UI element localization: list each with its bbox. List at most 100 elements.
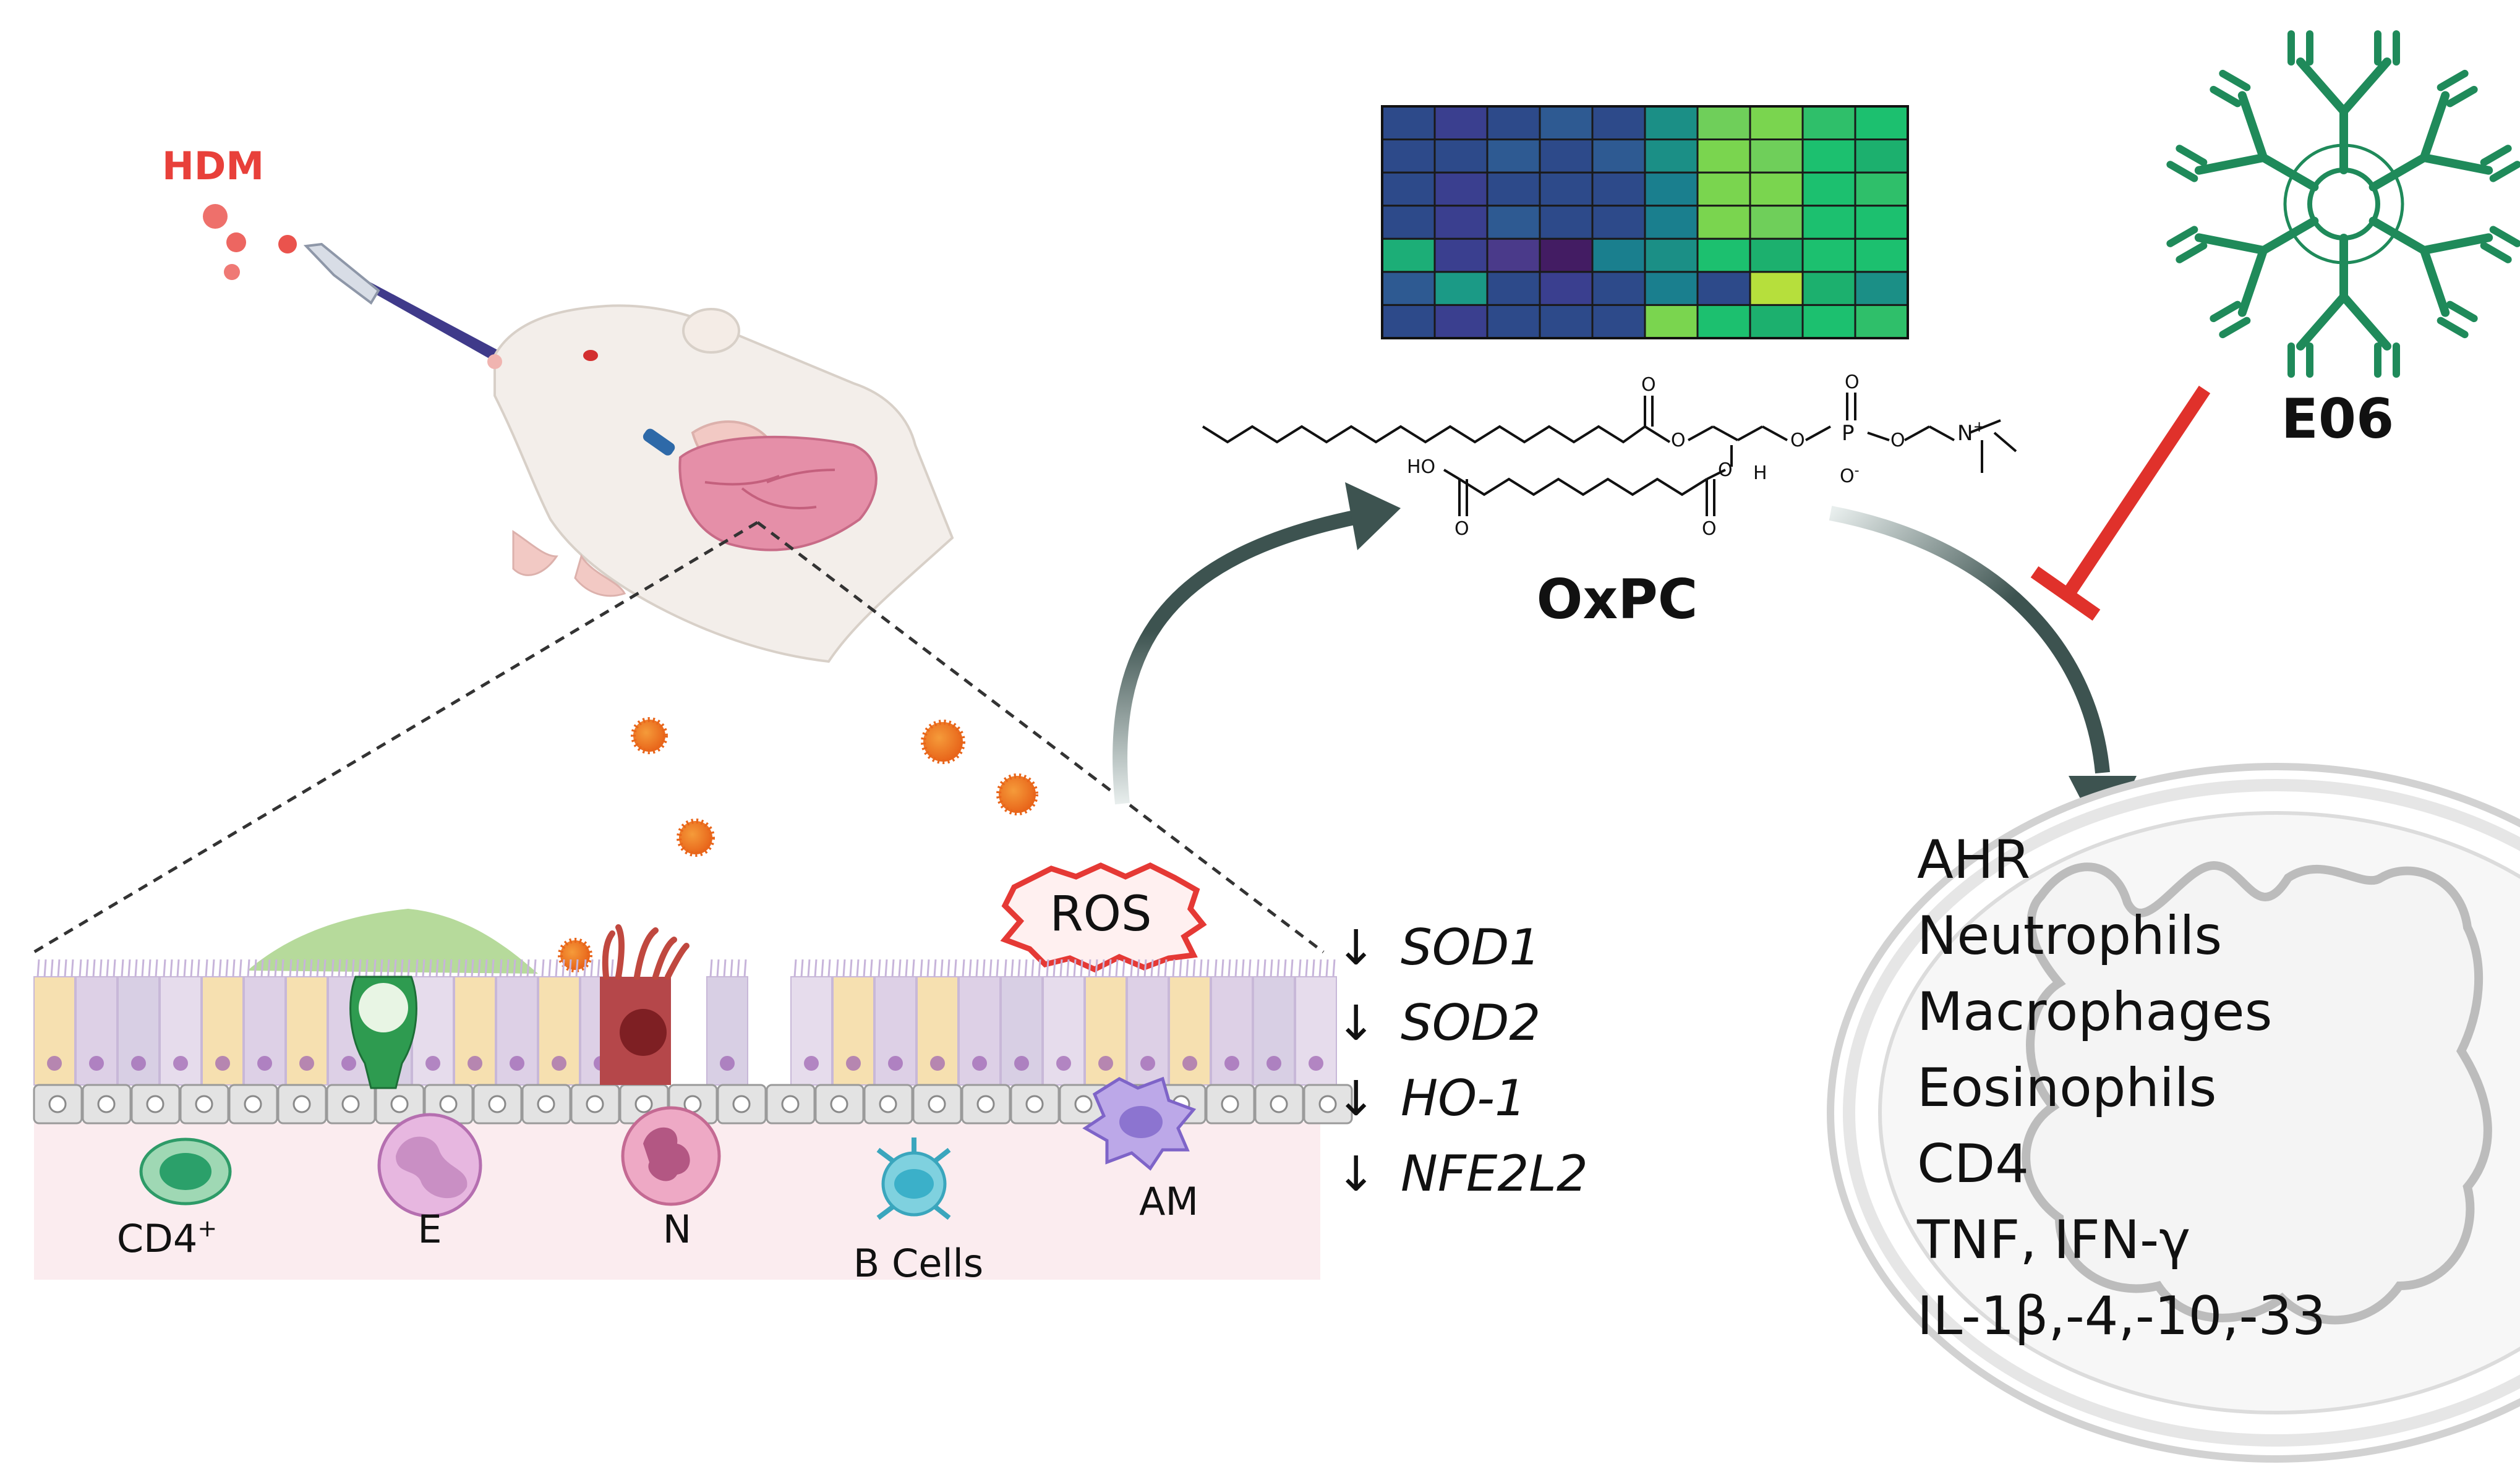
cilia (920, 959, 923, 977)
heatmap-cell (1854, 304, 1909, 339)
cilia (70, 959, 74, 977)
cilia (141, 959, 145, 977)
atom-label: O (1671, 430, 1686, 451)
cilia (1256, 959, 1260, 977)
cilia (1038, 959, 1041, 977)
hdm-droplet (203, 204, 228, 229)
heatmap-cell (1801, 138, 1856, 174)
cilia (260, 959, 264, 977)
gene-label: HO-1 (1401, 1069, 1526, 1127)
cilia (807, 959, 811, 977)
cilia (730, 959, 733, 977)
heatmap-cell (1381, 271, 1436, 306)
oxpc-molecule-structure (1202, 393, 2017, 516)
am-label: AM (1139, 1179, 1198, 1224)
antibody-arm (2166, 69, 2319, 192)
cilia (289, 959, 293, 977)
heatmap-cell (1591, 304, 1646, 339)
heatmap-cell (1644, 271, 1699, 306)
cell-nucleus (1266, 1056, 1281, 1071)
heatmap-cell (1749, 304, 1804, 339)
heatmap-cell (1854, 237, 1909, 273)
cilia (429, 959, 432, 977)
cilia (1143, 959, 1147, 977)
cilia (155, 959, 158, 977)
heatmap-cell (1801, 237, 1856, 273)
cilia (1172, 959, 1176, 977)
heatmap-cell (1591, 171, 1646, 207)
cilia (499, 959, 503, 977)
cilia (471, 959, 474, 977)
cilia (435, 959, 439, 977)
cilia (36, 959, 40, 977)
cilia (1276, 959, 1280, 977)
basal-nucleus (1318, 1095, 1337, 1113)
cilia (1031, 959, 1035, 977)
cilia (1150, 959, 1154, 977)
cell-nucleus (1014, 1056, 1029, 1071)
eosinophil-label: E (417, 1207, 442, 1252)
cilia (373, 959, 377, 977)
outcome-item: Eosinophils (1917, 1057, 2216, 1119)
cilia (344, 959, 348, 977)
atom-label: O (1641, 374, 1656, 396)
cilia (800, 959, 804, 977)
cilia (1130, 959, 1134, 977)
gene-label: NFE2L2 (1401, 1145, 1588, 1202)
cilia (127, 959, 131, 977)
heatmap-cell (1801, 304, 1856, 339)
atom-label: O (1718, 459, 1733, 481)
atom-label: O (1454, 518, 1469, 540)
heatmap-cell (1433, 138, 1489, 174)
heatmap-cell (1591, 237, 1646, 273)
heatmap-cell (1644, 105, 1699, 141)
cilia (827, 959, 831, 977)
cilia (1312, 959, 1315, 977)
antibody-arm (2287, 234, 2400, 378)
cilia (1298, 959, 1302, 977)
cilia (1059, 959, 1063, 977)
cilia (947, 959, 950, 977)
basal-nucleus (195, 1095, 213, 1113)
basal-nucleus (244, 1095, 262, 1113)
heatmap-cell (1381, 171, 1436, 207)
cilia (912, 959, 915, 977)
cilia (814, 959, 818, 977)
heatmap-cell (1539, 237, 1594, 273)
cell-nucleus (215, 1056, 230, 1071)
arrow-to-oxpc (1113, 482, 1401, 805)
cilia (254, 959, 257, 977)
b-cells-label: B Cells (853, 1241, 983, 1286)
zoom-line-right (756, 521, 1325, 953)
cilia (491, 959, 495, 977)
cilia (183, 959, 187, 977)
cilia (533, 959, 537, 977)
cell-nucleus (1224, 1056, 1239, 1071)
cilia (338, 959, 341, 977)
antibody-arm (2368, 69, 2520, 192)
down-arrow: ↓ (1336, 1071, 1376, 1127)
heatmap-cell (1749, 205, 1804, 240)
cilia (267, 959, 271, 977)
cilia (513, 959, 516, 977)
cilia (316, 959, 320, 977)
cilia (85, 959, 89, 977)
cilia (1192, 959, 1196, 977)
cilia (442, 959, 446, 977)
cilia (134, 959, 138, 977)
hdm-droplet (278, 235, 297, 253)
heatmap-cell (1433, 304, 1489, 339)
cilia (387, 959, 390, 977)
cilia (526, 959, 530, 977)
cilia (583, 959, 587, 977)
ros-label: ROS (1049, 887, 1151, 942)
cilia (247, 959, 250, 977)
cilia (1066, 959, 1070, 977)
cilia (50, 959, 54, 977)
cilia (309, 959, 313, 977)
cilia (106, 959, 109, 977)
cilia (296, 959, 299, 977)
cell-nucleus (173, 1056, 188, 1071)
heatmap-cell (1644, 205, 1699, 240)
basal-nucleus (390, 1095, 409, 1113)
